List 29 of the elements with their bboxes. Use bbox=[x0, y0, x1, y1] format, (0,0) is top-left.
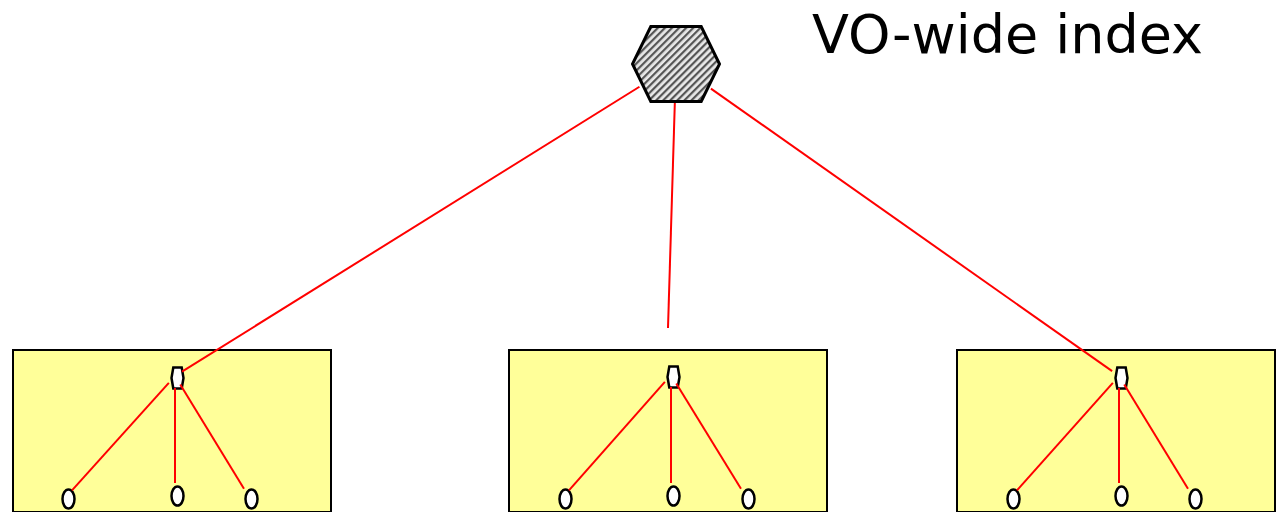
hexagon-node bbox=[1113, 366, 1129, 390]
ellipse-node bbox=[1005, 488, 1021, 510]
site-box bbox=[956, 349, 1276, 512]
connector-line bbox=[1123, 383, 1189, 490]
connector-line bbox=[179, 383, 245, 490]
connector-line bbox=[71, 381, 170, 492]
ellipse-node bbox=[1113, 485, 1129, 507]
connector-line bbox=[675, 382, 742, 490]
site-box bbox=[12, 349, 332, 512]
ellipse-node bbox=[740, 488, 756, 510]
hexagon-node bbox=[169, 366, 185, 390]
ellipse-node bbox=[60, 488, 76, 510]
connector-line bbox=[567, 380, 666, 492]
connector-line bbox=[709, 87, 1114, 373]
ellipse-node bbox=[169, 485, 185, 507]
hexagon-node bbox=[665, 365, 681, 389]
connector-line bbox=[1015, 381, 1114, 492]
connector-line bbox=[667, 102, 676, 329]
site-box bbox=[508, 349, 828, 512]
index-title: VO-wide index bbox=[812, 8, 1204, 62]
connector-line bbox=[181, 85, 641, 373]
connector-line bbox=[1118, 387, 1120, 484]
ellipse-node bbox=[1187, 488, 1203, 510]
connector-line bbox=[174, 387, 176, 484]
hexagon-node bbox=[631, 25, 721, 103]
ellipse-node bbox=[665, 485, 681, 507]
ellipse-node bbox=[243, 488, 259, 510]
connector-line bbox=[670, 386, 672, 484]
ellipse-node bbox=[557, 488, 573, 510]
